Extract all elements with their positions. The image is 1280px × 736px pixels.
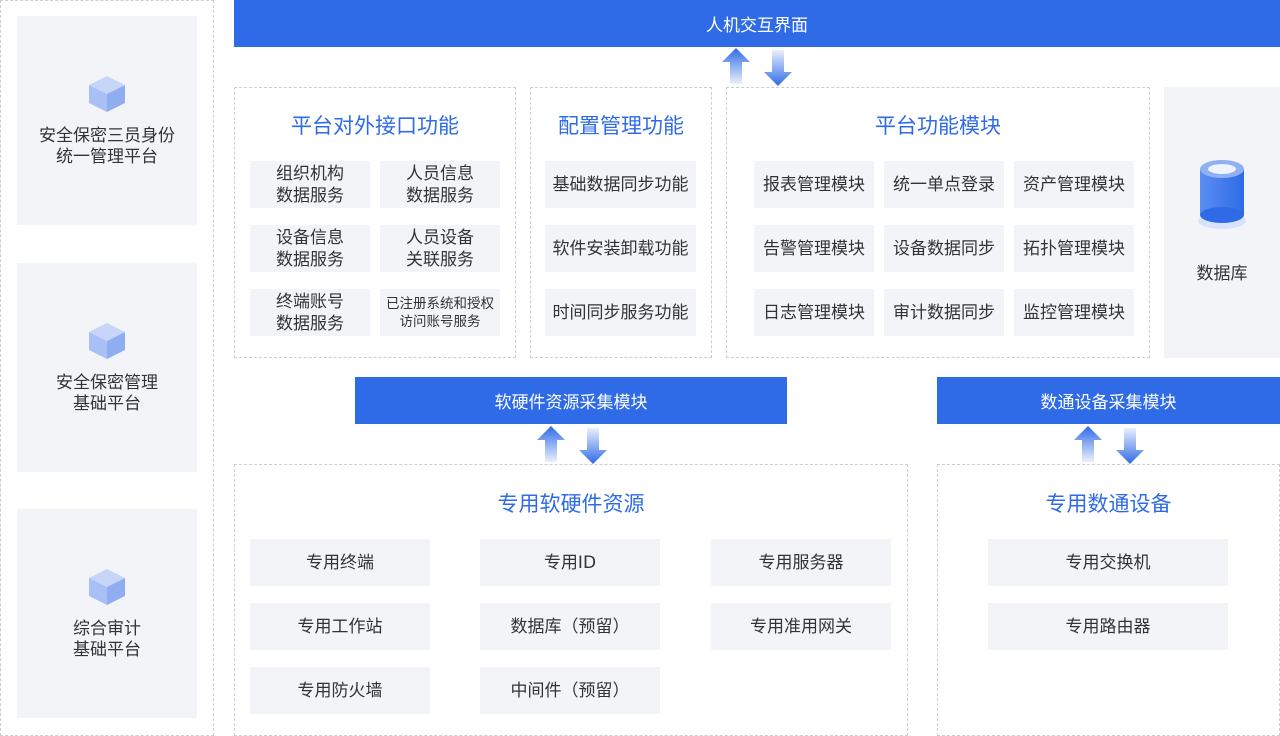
net-device-item: 专用路由器 bbox=[988, 603, 1228, 650]
platform-label-line1: 安全保密管理 bbox=[56, 373, 158, 393]
database-label: 数据库 bbox=[1196, 264, 1248, 284]
resource-item: 专用防火墙 bbox=[250, 667, 430, 714]
resource-item: 专用工作站 bbox=[250, 603, 430, 650]
module-item: 设备数据同步 bbox=[884, 225, 1004, 272]
interface-item: 人员设备关联服务 bbox=[380, 225, 500, 272]
resource-item: 中间件（预留） bbox=[480, 667, 660, 714]
module-item: 告警管理模块 bbox=[754, 225, 874, 272]
cube-icon bbox=[87, 74, 127, 118]
hw-resources-title: 专用软硬件资源 bbox=[497, 492, 645, 516]
arrow-up-icon bbox=[722, 48, 750, 84]
modules-section bbox=[726, 87, 1150, 358]
interface-item: 设备信息数据服务 bbox=[250, 225, 370, 272]
config-section bbox=[530, 87, 712, 358]
interface-section bbox=[234, 87, 516, 358]
cube-icon bbox=[87, 567, 127, 611]
platform-card-audit: 综合审计 基础平台 bbox=[17, 509, 197, 718]
module-item: 拓扑管理模块 bbox=[1014, 225, 1134, 272]
platform-card-security: 安全保密管理 基础平台 bbox=[17, 263, 197, 472]
net-device-item: 专用交换机 bbox=[988, 539, 1228, 586]
resource-item: 数据库（预留） bbox=[480, 603, 660, 650]
database-card: 数据库 bbox=[1164, 87, 1280, 358]
module-item: 审计数据同步 bbox=[884, 289, 1004, 336]
interface-item: 终端账号数据服务 bbox=[250, 289, 370, 336]
platform-label-line1: 综合审计 bbox=[73, 619, 141, 639]
module-item: 统一单点登录 bbox=[884, 161, 1004, 208]
arrow-up-icon bbox=[537, 426, 565, 462]
platform-label-line2: 基础平台 bbox=[73, 640, 141, 660]
resource-item: 专用准用网关 bbox=[711, 603, 891, 650]
module-item: 资产管理模块 bbox=[1014, 161, 1134, 208]
platform-label-line2: 统一管理平台 bbox=[56, 147, 158, 167]
arrow-down-icon bbox=[579, 428, 607, 464]
arrow-down-icon bbox=[764, 50, 792, 86]
net-collect-bar: 数通设备采集模块 bbox=[937, 377, 1280, 424]
arrow-down-icon bbox=[1116, 428, 1144, 464]
module-item: 日志管理模块 bbox=[754, 289, 874, 336]
config-item: 基础数据同步功能 bbox=[545, 161, 696, 208]
platform-label-line2: 基础平台 bbox=[73, 394, 141, 414]
hmi-bar: 人机交互界面 bbox=[234, 0, 1280, 47]
resource-item: 专用服务器 bbox=[711, 539, 891, 586]
interface-item: 已注册系统和授权访问账号服务 bbox=[380, 289, 500, 336]
config-item: 软件安装卸载功能 bbox=[545, 225, 696, 272]
module-item: 监控管理模块 bbox=[1014, 289, 1134, 336]
database-icon bbox=[1197, 155, 1247, 237]
config-item: 时间同步服务功能 bbox=[545, 289, 696, 336]
cube-icon bbox=[87, 321, 127, 365]
resource-item: 专用终端 bbox=[250, 539, 430, 586]
net-devices-title: 专用数通设备 bbox=[1045, 492, 1172, 516]
modules-title: 平台功能模块 bbox=[875, 114, 1001, 138]
platform-card-identity: 安全保密三员身份 统一管理平台 bbox=[17, 16, 197, 225]
interface-item: 人员信息数据服务 bbox=[380, 161, 500, 208]
hw-collect-bar: 软硬件资源采集模块 bbox=[355, 377, 787, 424]
resource-item: 专用ID bbox=[480, 539, 660, 586]
interface-title: 平台对外接口功能 bbox=[291, 114, 459, 138]
module-item: 报表管理模块 bbox=[754, 161, 874, 208]
config-title: 配置管理功能 bbox=[558, 114, 684, 138]
platform-label-line1: 安全保密三员身份 bbox=[39, 126, 175, 146]
interface-item: 组织机构数据服务 bbox=[250, 161, 370, 208]
arrow-up-icon bbox=[1074, 426, 1102, 462]
